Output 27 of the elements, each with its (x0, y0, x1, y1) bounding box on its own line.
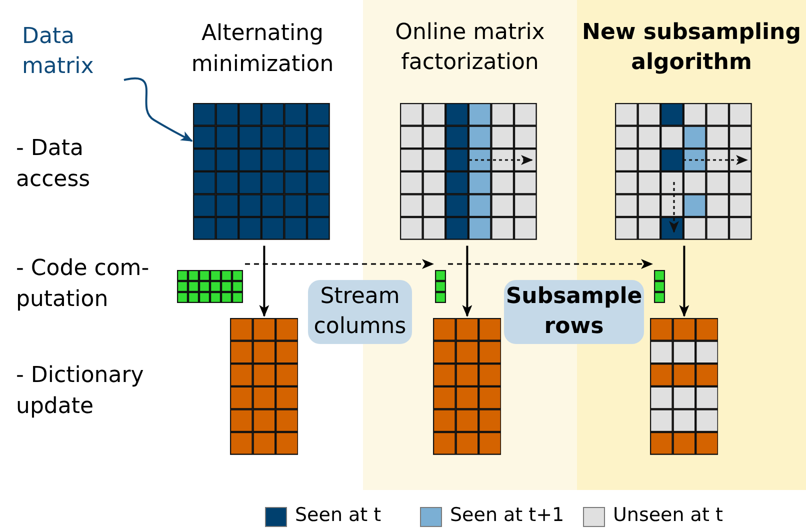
arrow (448, 259, 653, 269)
legend-label: Seen at t+1 (450, 504, 564, 526)
code-grid (177, 270, 243, 303)
column-title: New subsampling algorithm (581, 19, 802, 77)
arrow (679, 246, 690, 317)
dictionary-grid (230, 318, 298, 455)
data-matrix-grid (193, 103, 330, 240)
column-title: Online matrix factorization (394, 19, 546, 77)
stream-columns-box: Stream columns (308, 280, 412, 344)
arrow (259, 246, 270, 317)
dictionary-grid (650, 318, 718, 455)
subsample-rows-box: Subsample rows (504, 280, 644, 344)
data-matrix-grid (400, 103, 537, 240)
legend-label: Unseen at t (613, 504, 723, 526)
dictionary-grid (433, 318, 502, 455)
code-grid (654, 270, 665, 303)
code-grid (435, 270, 446, 303)
arrow (462, 246, 472, 317)
data-matrix-label: Data matrix (22, 22, 132, 86)
row-label: - Code com- putation (15, 255, 150, 314)
arrow (245, 259, 434, 269)
arrow (124, 77, 193, 142)
data-matrix-grid (615, 103, 752, 240)
column-title: Alternating minimization (190, 20, 335, 79)
row-label: - Data access (15, 135, 92, 194)
legend-label: Seen at t (295, 504, 382, 526)
row-label: - Dictionary update (15, 362, 145, 421)
